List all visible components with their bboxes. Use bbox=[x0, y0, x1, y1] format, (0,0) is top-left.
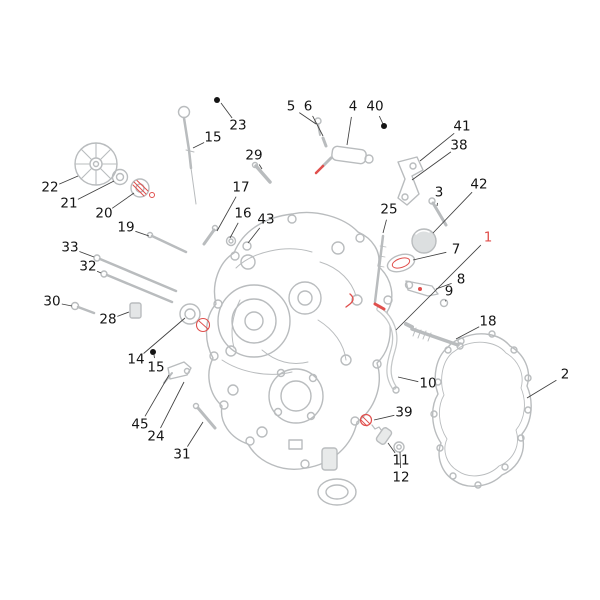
leader-line-16 bbox=[229, 222, 239, 239]
leader-line-40 bbox=[378, 115, 384, 125]
leader-line-20 bbox=[111, 192, 135, 209]
part-bolt-31 bbox=[192, 402, 217, 430]
part-rubber-cap bbox=[411, 228, 437, 254]
leader-line-5 bbox=[299, 112, 317, 125]
leader-line-43 bbox=[247, 227, 261, 244]
leader-line-18 bbox=[455, 326, 480, 340]
part-bracket bbox=[397, 156, 424, 206]
leader-line-6 bbox=[312, 115, 324, 137]
leader-line-4 bbox=[346, 116, 352, 146]
part-grommet-7 bbox=[386, 253, 416, 273]
part-bolt-32 bbox=[100, 270, 174, 304]
attachment-dot bbox=[381, 123, 387, 129]
part-screw-29 bbox=[251, 161, 272, 184]
part-washer-6 bbox=[321, 136, 328, 148]
leader-line-29 bbox=[258, 164, 263, 170]
attachment-dot bbox=[150, 349, 156, 355]
part-water-pump-impeller bbox=[74, 142, 118, 186]
leader-line-1 bbox=[395, 244, 482, 331]
part-nut-43 bbox=[242, 241, 252, 251]
parts-artwork bbox=[70, 105, 532, 506]
leader-line-15 bbox=[192, 142, 205, 149]
leader-line-32 bbox=[96, 270, 102, 274]
leader-line-38 bbox=[411, 151, 452, 181]
part-oil-seal bbox=[130, 178, 155, 198]
leader-line-2 bbox=[526, 379, 557, 399]
leader-line-30 bbox=[61, 303, 73, 307]
leader-line-22 bbox=[59, 175, 79, 185]
part-shaft-18 bbox=[404, 322, 464, 350]
part-seal-small bbox=[111, 168, 129, 186]
part-washer-12 bbox=[393, 441, 405, 453]
part-screw-30 bbox=[70, 301, 96, 315]
leader-line-10 bbox=[397, 376, 419, 383]
attachment-dots bbox=[150, 97, 387, 355]
leader-line-11 bbox=[387, 442, 396, 454]
leader-line-8 bbox=[435, 282, 452, 290]
part-screw-17 bbox=[202, 224, 219, 246]
leader-line-42 bbox=[432, 191, 473, 234]
part-spacer-28 bbox=[129, 302, 142, 319]
part-bolt-3 bbox=[428, 197, 448, 227]
part-crankcase-cover bbox=[205, 211, 393, 470]
leader-line-33 bbox=[79, 251, 95, 258]
leader-line-41 bbox=[419, 132, 455, 162]
leader-line-23 bbox=[220, 102, 233, 119]
part-washer-16 bbox=[225, 235, 237, 247]
part-breather-assembly bbox=[314, 145, 374, 175]
leader-line-3 bbox=[436, 202, 438, 207]
part-oil-dipstick bbox=[177, 105, 197, 205]
leader-line-9 bbox=[445, 299, 447, 302]
part-clip-45 bbox=[163, 361, 192, 384]
part-bolt-19 bbox=[146, 231, 188, 254]
leader-line-28 bbox=[117, 311, 130, 317]
part-bolt-33 bbox=[93, 254, 178, 293]
leader-line-45 bbox=[144, 374, 170, 417]
part-pin-9 bbox=[439, 298, 449, 308]
part-lever-8 bbox=[404, 280, 439, 297]
leader-line-12 bbox=[399, 451, 402, 469]
part-spring-11 bbox=[371, 424, 393, 445]
part-valve-39 bbox=[359, 413, 373, 427]
part-bearing-14 bbox=[179, 303, 201, 325]
leader-line-19 bbox=[135, 230, 150, 237]
leader-line-14 bbox=[143, 317, 186, 354]
leader-line-31 bbox=[187, 421, 204, 447]
leader-line-25 bbox=[382, 219, 387, 234]
leader-lines bbox=[59, 102, 557, 469]
part-seal-15 bbox=[195, 317, 211, 333]
part-gasket bbox=[430, 330, 532, 489]
leader-line-7 bbox=[412, 251, 447, 261]
leader-line-17 bbox=[216, 196, 237, 232]
leader-line-39 bbox=[373, 414, 395, 421]
leader-line-21 bbox=[77, 180, 115, 200]
part-stud-25 bbox=[373, 234, 387, 304]
leader-line-15 bbox=[153, 354, 155, 359]
part-retaining-clip bbox=[345, 293, 354, 308]
part-plug-bottom bbox=[317, 447, 357, 506]
attachment-dot bbox=[214, 97, 220, 103]
leader-line-24 bbox=[160, 381, 185, 429]
part-plate-small bbox=[288, 439, 303, 450]
part-hose-10 bbox=[373, 302, 400, 394]
